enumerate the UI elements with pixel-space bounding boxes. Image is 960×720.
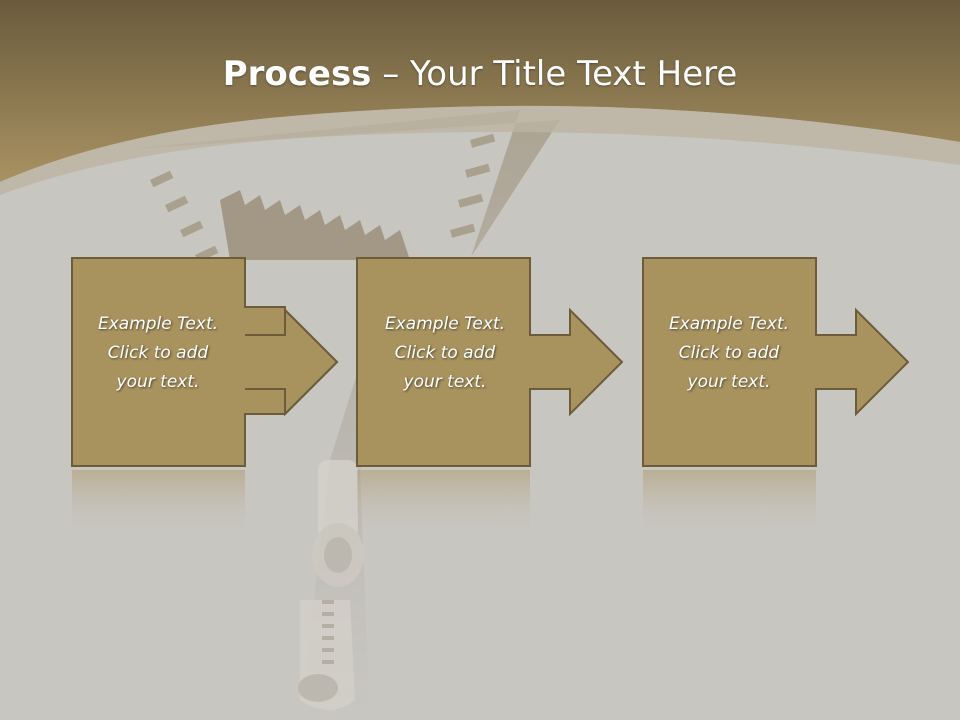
step-2-shape[interactable] — [356, 257, 624, 467]
zipper-graphic — [120, 110, 560, 720]
step-2-line-3: your text. — [403, 372, 487, 392]
step-3-line-1: Example Text. — [668, 314, 790, 334]
step-1-line-3: your text. — [116, 372, 200, 392]
step-2-reflection — [357, 470, 530, 540]
step-2-line-2: Click to add — [394, 343, 496, 363]
header-band — [0, 0, 960, 182]
step-3-line-3: your text. — [687, 372, 771, 392]
step-2-text[interactable]: Example Text. Click to add your text. — [359, 310, 531, 397]
step-3-reflection — [643, 470, 816, 540]
step-3-line-2: Click to add — [678, 343, 780, 363]
step-1-text[interactable]: Example Text. Click to add your text. — [72, 310, 244, 397]
slide-title[interactable]: Process – Your Title Text Here — [0, 52, 960, 96]
step-3-text[interactable]: Example Text. Click to add your text. — [643, 310, 815, 397]
step-2-line-1: Example Text. — [384, 314, 506, 334]
title-rest: – Your Title Text Here — [371, 54, 738, 94]
header-swoosh — [0, 105, 960, 195]
step-3-shape[interactable] — [642, 257, 910, 467]
title-bold: Process — [222, 54, 372, 94]
step-1-reflection — [72, 470, 245, 540]
step-1-line-1: Example Text. — [97, 314, 219, 334]
step-1-line-2: Click to add — [107, 343, 209, 363]
